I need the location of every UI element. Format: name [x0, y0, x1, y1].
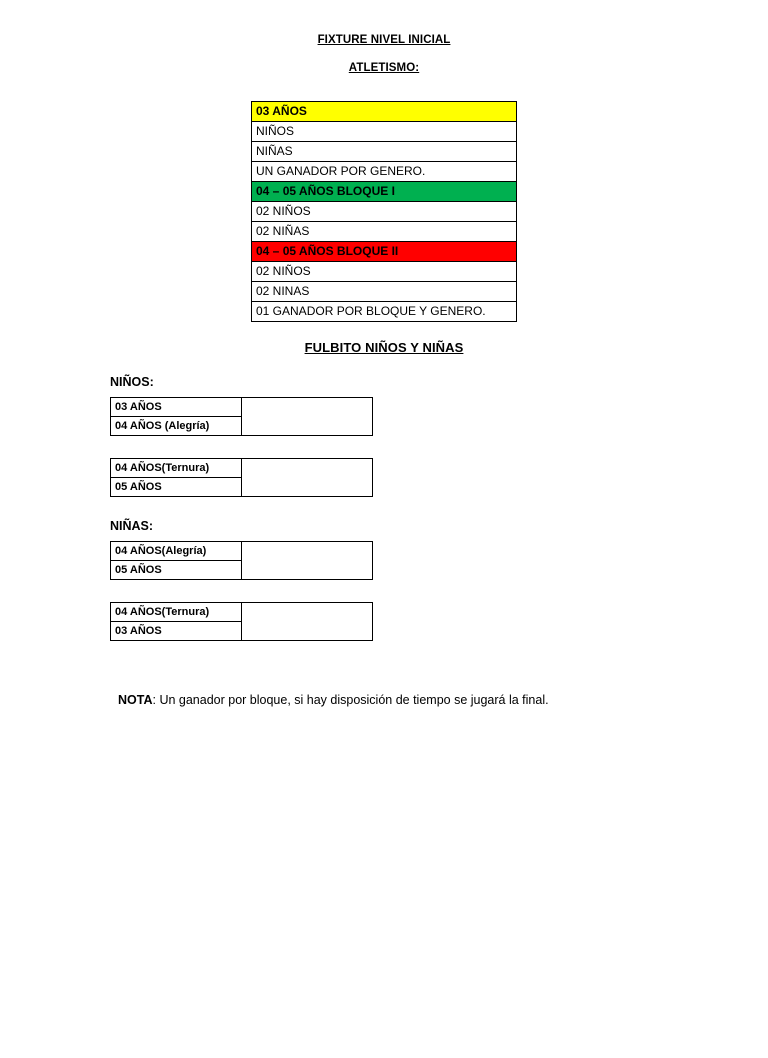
- atletismo-cell-3: UN GANADOR POR GENERO.: [251, 161, 517, 182]
- table-row: 04 AÑOS(Ternura): [110, 458, 373, 497]
- bracket-team-cell: 05 AÑOS: [110, 560, 242, 580]
- table-row: UN GANADOR POR GENERO.: [251, 161, 517, 182]
- atletismo-cell-2: NIÑAS: [251, 141, 517, 162]
- table-row: 05 AÑOS: [110, 560, 373, 580]
- table-row: NIÑAS: [251, 141, 517, 162]
- table-row: 04 – 05 AÑOS BLOQUE II: [251, 241, 517, 262]
- bracket-team-cell: 04 AÑOS(Ternura): [110, 458, 242, 478]
- atletismo-cell-10: 01 GANADOR POR BLOQUE Y GENERO.: [251, 301, 517, 322]
- section-heading-atletismo: ATLETISMO:: [348, 62, 420, 74]
- bracket-team-cell: 04 AÑOS (Alegría): [110, 416, 242, 436]
- bracket-winner-cell: [241, 397, 373, 436]
- document-page: FIXTURE NIVEL INICIAL ATLETISMO: 03 AÑOS…: [0, 34, 768, 1058]
- table-row: 04 AÑOS(Alegría): [110, 541, 373, 580]
- table-row: 04 AÑOS (Alegría): [110, 416, 373, 436]
- bracket-team-cell: 03 AÑOS: [110, 397, 242, 417]
- atletismo-table: 03 AÑOS NIÑOS NIÑAS UN GANADOR POR GENER…: [251, 101, 517, 322]
- bracket-ninas-2: 04 AÑOS(Ternura) 03 AÑOS: [110, 602, 373, 641]
- group-label-ninas: NIÑAS:: [110, 519, 154, 533]
- bracket-winner-cell: [241, 458, 373, 497]
- group-label-ninos: NIÑOS:: [110, 375, 154, 389]
- table-row: 04 – 05 AÑOS BLOQUE I: [251, 181, 517, 202]
- atletismo-cell-7: 04 – 05 AÑOS BLOQUE II: [251, 241, 517, 262]
- table-row: 02 NIÑAS: [251, 221, 517, 242]
- atletismo-cell-5: 02 NIÑOS: [251, 201, 517, 222]
- table-row: 02 NINAS: [251, 281, 517, 302]
- atletismo-cell-4: 04 – 05 AÑOS BLOQUE I: [251, 181, 517, 202]
- table-row: NIÑOS: [251, 121, 517, 142]
- bracket-ninas-1: 04 AÑOS(Alegría) 05 AÑOS: [110, 541, 373, 580]
- page-title: FIXTURE NIVEL INICIAL: [317, 34, 451, 46]
- bracket-ninos-1: 03 AÑOS 04 AÑOS (Alegría): [110, 397, 373, 436]
- table-row: 01 GANADOR POR BLOQUE Y GENERO.: [251, 301, 517, 322]
- bracket-ninos-2: 04 AÑOS(Ternura) 05 AÑOS: [110, 458, 373, 497]
- bracket-winner-cell: [241, 602, 373, 641]
- atletismo-cell-1: NIÑOS: [251, 121, 517, 142]
- bracket-team-cell: 05 AÑOS: [110, 477, 242, 497]
- table-row: 05 AÑOS: [110, 477, 373, 497]
- atletismo-cell-6: 02 NIÑAS: [251, 221, 517, 242]
- note-text: : Un ganador por bloque, si hay disposic…: [152, 693, 549, 707]
- atletismo-cell-9: 02 NINAS: [251, 281, 517, 302]
- table-row: 03 AÑOS: [110, 397, 373, 436]
- table-row: 02 NIÑOS: [251, 201, 517, 222]
- atletismo-cell-0: 03 AÑOS: [251, 101, 517, 122]
- bracket-winner-cell: [241, 541, 373, 580]
- note-line: NOTA: Un ganador por bloque, si hay disp…: [118, 693, 768, 707]
- section-heading-fulbito: FULBITO NIÑOS Y NIÑAS: [304, 340, 464, 355]
- table-row: 02 NIÑOS: [251, 261, 517, 282]
- table-row: 04 AÑOS(Ternura): [110, 602, 373, 641]
- bracket-team-cell: 03 AÑOS: [110, 621, 242, 641]
- bracket-team-cell: 04 AÑOS(Alegría): [110, 541, 242, 561]
- atletismo-cell-8: 02 NIÑOS: [251, 261, 517, 282]
- note-label: NOTA: [118, 693, 153, 707]
- bracket-team-cell: 04 AÑOS(Ternura): [110, 602, 242, 622]
- table-row: 03 AÑOS: [110, 621, 373, 641]
- table-row: 03 AÑOS: [251, 101, 517, 122]
